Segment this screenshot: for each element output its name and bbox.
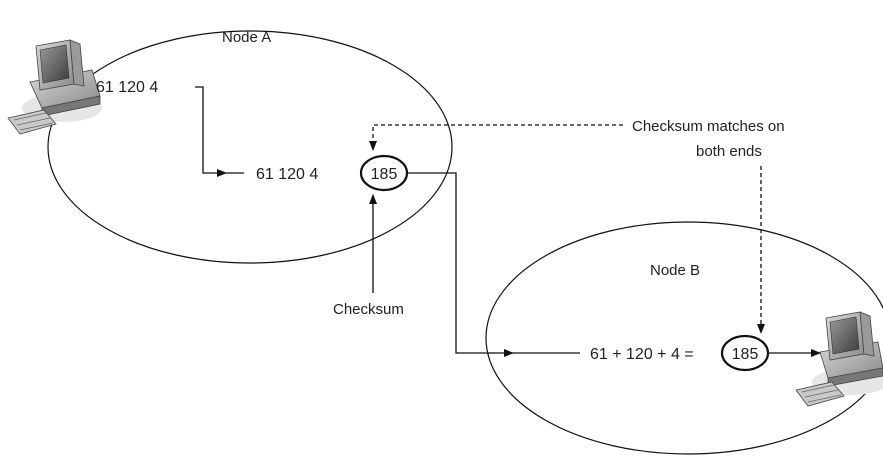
node-a-boundary (47, 30, 453, 264)
match-label-line1: Checksum matches on (632, 118, 785, 135)
node-b-checksum-value: 185 (732, 346, 759, 363)
node-b-checksum-circle (720, 334, 770, 372)
computer-a-icon (7, 39, 102, 135)
checksum-label: Checksum (333, 301, 404, 318)
computer-b-icon (795, 311, 883, 407)
match-label-line2: both ends (696, 143, 762, 160)
node-b-label: Node B (650, 262, 700, 279)
transmission-path (408, 172, 514, 357)
node-a-data-packet: 61 120 4 (256, 166, 318, 183)
node-a-checksum-value: 185 (371, 166, 398, 183)
match-dashed-arrow-a (369, 124, 623, 151)
node-b-boundary (485, 221, 883, 455)
node-a-data-sent: 61 120 4 (96, 79, 158, 96)
data-flow-arrow-a (195, 86, 227, 177)
node-a-checksum-circle (359, 154, 409, 192)
node-a-label: Node A (222, 29, 271, 46)
node-b-equation: 61 + 120 + 4 = (590, 346, 694, 363)
